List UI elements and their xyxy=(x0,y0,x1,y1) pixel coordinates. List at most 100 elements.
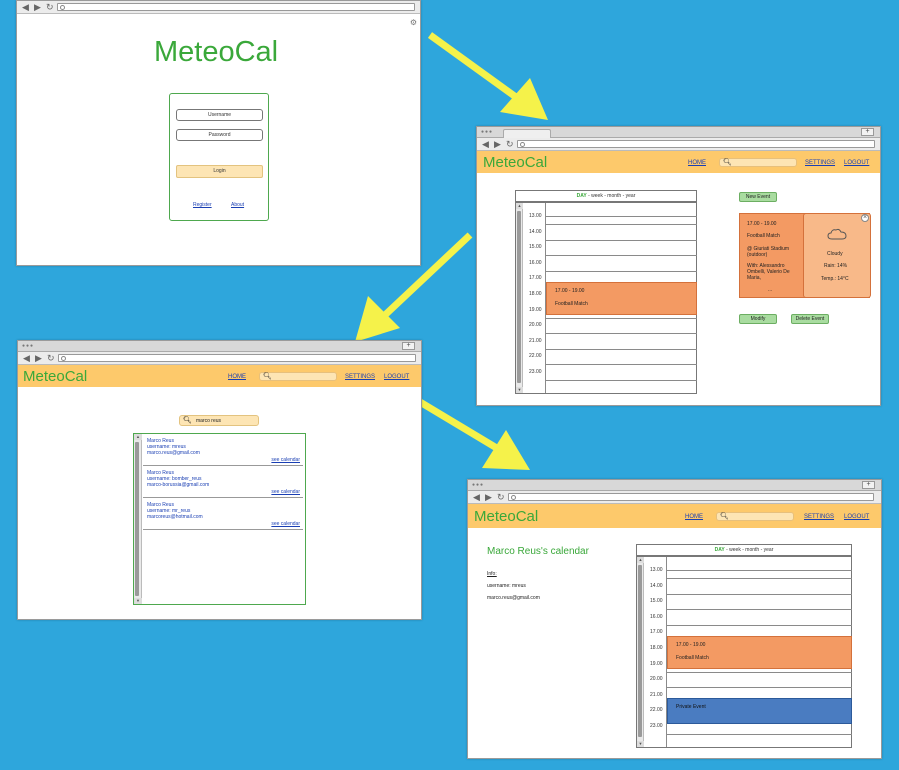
info-label: Info: xyxy=(487,571,497,577)
tab-week[interactable]: week xyxy=(729,547,741,553)
nav-home[interactable]: HOME xyxy=(228,374,246,380)
password-field[interactable]: Password xyxy=(176,129,263,141)
hour-label: 17.00 xyxy=(529,275,542,282)
search-input[interactable]: 🔍︎ xyxy=(719,158,797,167)
profile-window: ●●● + ◀ ▶ ↻ MeteoCal HOME 🔍︎ SETTINGS LO… xyxy=(467,479,882,759)
reload-icon[interactable]: ↻ xyxy=(46,2,54,12)
window-controls[interactable]: ●●● xyxy=(472,482,485,488)
forward-icon[interactable]: ▶ xyxy=(494,139,501,149)
reload-icon[interactable]: ↻ xyxy=(506,139,514,149)
back-icon[interactable]: ◀ xyxy=(22,2,29,12)
hour-line xyxy=(546,348,697,350)
back-icon[interactable]: ◀ xyxy=(473,492,480,502)
hour-line xyxy=(546,380,697,381)
tab-month[interactable]: month xyxy=(745,547,760,553)
results-scrollbar[interactable]: ▲ ▼ xyxy=(134,434,142,604)
hour-line xyxy=(667,671,852,673)
new-tab-button[interactable]: + xyxy=(861,128,874,136)
nav-settings[interactable]: SETTINGS xyxy=(345,374,376,380)
hour-label: 20.00 xyxy=(650,676,663,683)
hour-label: 21.00 xyxy=(529,337,542,344)
new-tab-button[interactable]: + xyxy=(862,481,875,489)
forward-icon[interactable]: ▶ xyxy=(35,353,42,363)
nav-home[interactable]: HOME xyxy=(685,514,703,520)
cloud-icon xyxy=(827,228,847,240)
back-icon[interactable]: ◀ xyxy=(23,353,30,363)
see-calendar-link[interactable]: see calendar xyxy=(271,521,300,527)
delete-event-button[interactable]: Delete Event xyxy=(791,314,829,324)
hour-label: 22.00 xyxy=(529,353,542,360)
nav-logout[interactable]: LOGOUT xyxy=(384,374,410,380)
login-window: ◀ ▶ ↻ ⚙ MeteoCal Username Password Login… xyxy=(16,0,421,266)
gear-icon[interactable]: ⚙ xyxy=(409,18,417,27)
tab-month[interactable]: month xyxy=(607,193,622,199)
hour-line xyxy=(546,317,697,319)
nav-settings[interactable]: SETTINGS xyxy=(805,160,836,166)
address-bar[interactable] xyxy=(517,140,875,148)
window-controls[interactable]: ●●● xyxy=(481,129,494,135)
hour-line xyxy=(546,270,697,272)
hour-line xyxy=(667,570,852,571)
hour-line xyxy=(546,364,697,366)
address-bar[interactable] xyxy=(57,3,415,11)
hour-label: 16.00 xyxy=(529,259,542,266)
hour-line xyxy=(667,687,852,689)
hour-line xyxy=(546,239,697,241)
hour-line xyxy=(546,333,697,335)
tab-week[interactable]: week xyxy=(591,193,603,199)
search-input[interactable]: 🔍︎ xyxy=(716,512,794,521)
hour-label: 13.00 xyxy=(529,213,542,219)
username-field[interactable]: Username xyxy=(176,109,263,121)
new-event-button[interactable]: New Event xyxy=(739,192,777,202)
calendar-event[interactable]: 17.00 - 19.00 Football Match xyxy=(667,636,852,669)
user-search-input[interactable]: 🔍︎ marco reus xyxy=(179,415,259,426)
new-tab-button[interactable]: + xyxy=(402,342,415,350)
tab-year[interactable]: year xyxy=(763,547,774,553)
browser-tab[interactable] xyxy=(503,129,551,138)
tab-year[interactable]: year xyxy=(625,193,636,199)
register-link[interactable]: Register xyxy=(193,202,212,208)
hour-line xyxy=(546,224,697,225)
nav-settings[interactable]: SETTINGS xyxy=(804,514,835,520)
search-input[interactable]: 🔍︎ xyxy=(259,372,337,381)
nav-home[interactable]: HOME xyxy=(688,160,706,166)
calendar-scrollbar[interactable]: ▲ ▼ xyxy=(516,203,523,393)
app-header: MeteoCal HOME 🔍︎ SETTINGS LOGOUT xyxy=(477,151,880,173)
calendar-scrollbar[interactable]: ▲ ▼ xyxy=(637,557,644,747)
window-controls[interactable]: ●●● xyxy=(22,343,35,349)
forward-icon[interactable]: ▶ xyxy=(485,492,492,502)
back-icon[interactable]: ◀ xyxy=(482,139,489,149)
search-icon: 🔍︎ xyxy=(263,373,272,380)
hour-label: 13.00 xyxy=(650,567,663,573)
result-name: Marco Reus xyxy=(147,438,174,444)
event-window: ●●● + ◀ ▶ ↻ MeteoCal HOME 🔍︎ SETTINGS LO… xyxy=(476,126,881,406)
nav-logout[interactable]: LOGOUT xyxy=(844,514,870,520)
hour-label: 16.00 xyxy=(650,613,663,620)
tab-day[interactable]: DAY xyxy=(576,193,587,199)
hour-line xyxy=(667,593,852,595)
see-calendar-link[interactable]: see calendar xyxy=(271,489,300,495)
see-calendar-link[interactable]: see calendar xyxy=(271,457,300,463)
private-event[interactable]: Private Event xyxy=(667,698,852,724)
search-icon: 🔍︎ xyxy=(183,417,192,424)
login-button[interactable]: Login xyxy=(176,165,263,178)
hour-label: 17.00 xyxy=(650,629,663,636)
calendar-event[interactable]: 17.00 - 19.00 Football Match xyxy=(546,282,697,315)
reload-icon[interactable]: ↻ xyxy=(497,492,505,502)
hour-label: 20.00 xyxy=(529,322,542,329)
address-bar[interactable] xyxy=(58,354,416,362)
reload-icon[interactable]: ↻ xyxy=(47,353,55,363)
nav-logout[interactable]: LOGOUT xyxy=(844,160,870,166)
close-icon[interactable]: × xyxy=(861,214,869,222)
calendar-view-tabs: DAY - week - month - year xyxy=(636,544,852,556)
tab-day[interactable]: DAY xyxy=(714,547,725,553)
about-link[interactable]: About xyxy=(231,202,245,208)
hour-label: 23.00 xyxy=(529,369,542,375)
address-bar[interactable] xyxy=(508,493,874,501)
page-title: Marco Reus's calendar xyxy=(487,546,589,557)
modify-button[interactable]: Modify xyxy=(739,314,777,324)
forward-icon[interactable]: ▶ xyxy=(34,2,41,12)
